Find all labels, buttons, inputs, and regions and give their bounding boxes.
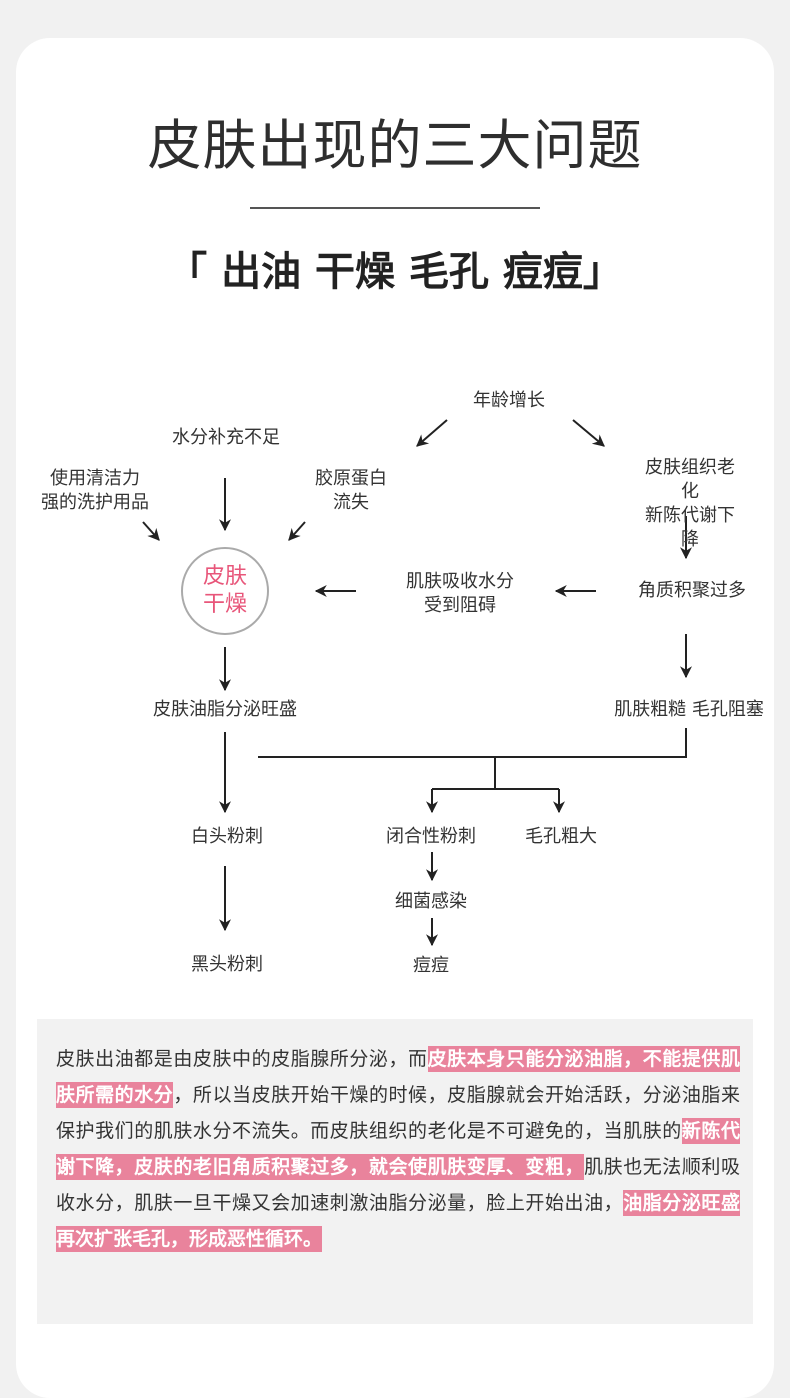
node-blackhead: 黑头粉刺 — [191, 954, 263, 975]
node-skin-dryness: 皮肤 干燥 — [181, 547, 269, 635]
node-harsh-cleanser: 使用清洁力 强的洗护用品 — [41, 468, 149, 513]
paragraph-text-1: 皮肤出油都是由皮肤中的皮脂腺所分泌，而 — [56, 1048, 428, 1070]
node-oil-secretion: 皮肤油脂分泌旺盛 — [153, 699, 297, 720]
node-skin-aging: 皮肤组织老化 新陈代谢下降 — [645, 457, 735, 550]
node-acne: 痘痘 — [413, 955, 449, 976]
explanation-paragraph: 皮肤出油都是由皮肤中的皮脂腺所分泌，而皮肤本身只能分泌油脂，不能提供肌肤所需的水… — [56, 1041, 740, 1257]
paragraph-text-2: ，所以当皮肤开始干燥的时候，皮脂腺就会开始活跃，分泌油脂来保护我们的肌肤水分不流… — [56, 1084, 740, 1142]
page-title: 皮肤出现的三大问题 — [147, 114, 643, 177]
arrow-collagen-to-dry — [288, 521, 306, 541]
arrow-age-to-aging — [572, 419, 605, 447]
title-divider — [250, 207, 540, 209]
node-absorption-blocked: 肌肤吸收水分 受到阻碍 — [406, 571, 514, 616]
arrow-cleanser-to-dry — [142, 521, 160, 541]
node-closed-comedone: 闭合性粉刺 — [386, 826, 476, 847]
node-enlarged-pores: 毛孔粗大 — [525, 826, 597, 847]
connector-rough — [258, 728, 687, 758]
paragraph-text-3: 肌肤也无法顺利吸收水分，肌肤一旦干燥又会加速刺激油脂分泌量，脸上开始出油， — [56, 1156, 740, 1214]
node-collagen-loss: 胶原蛋白 流失 — [315, 468, 387, 513]
node-keratin-buildup: 角质积聚过多 — [638, 580, 746, 601]
node-rough-clogged: 肌肤粗糙 毛孔阻塞 — [614, 699, 764, 720]
page-subtitle: 「 出油 干燥 毛孔 痘痘」 — [167, 249, 623, 295]
node-whitehead: 白头粉刺 — [191, 826, 263, 847]
node-bacterial-infection: 细菌感染 — [395, 891, 467, 912]
flow-arrows — [142, 419, 692, 947]
node-age: 年龄增长 — [473, 390, 545, 411]
node-water-insufficient: 水分补充不足 — [172, 427, 280, 448]
arrow-age-to-water — [416, 419, 448, 447]
